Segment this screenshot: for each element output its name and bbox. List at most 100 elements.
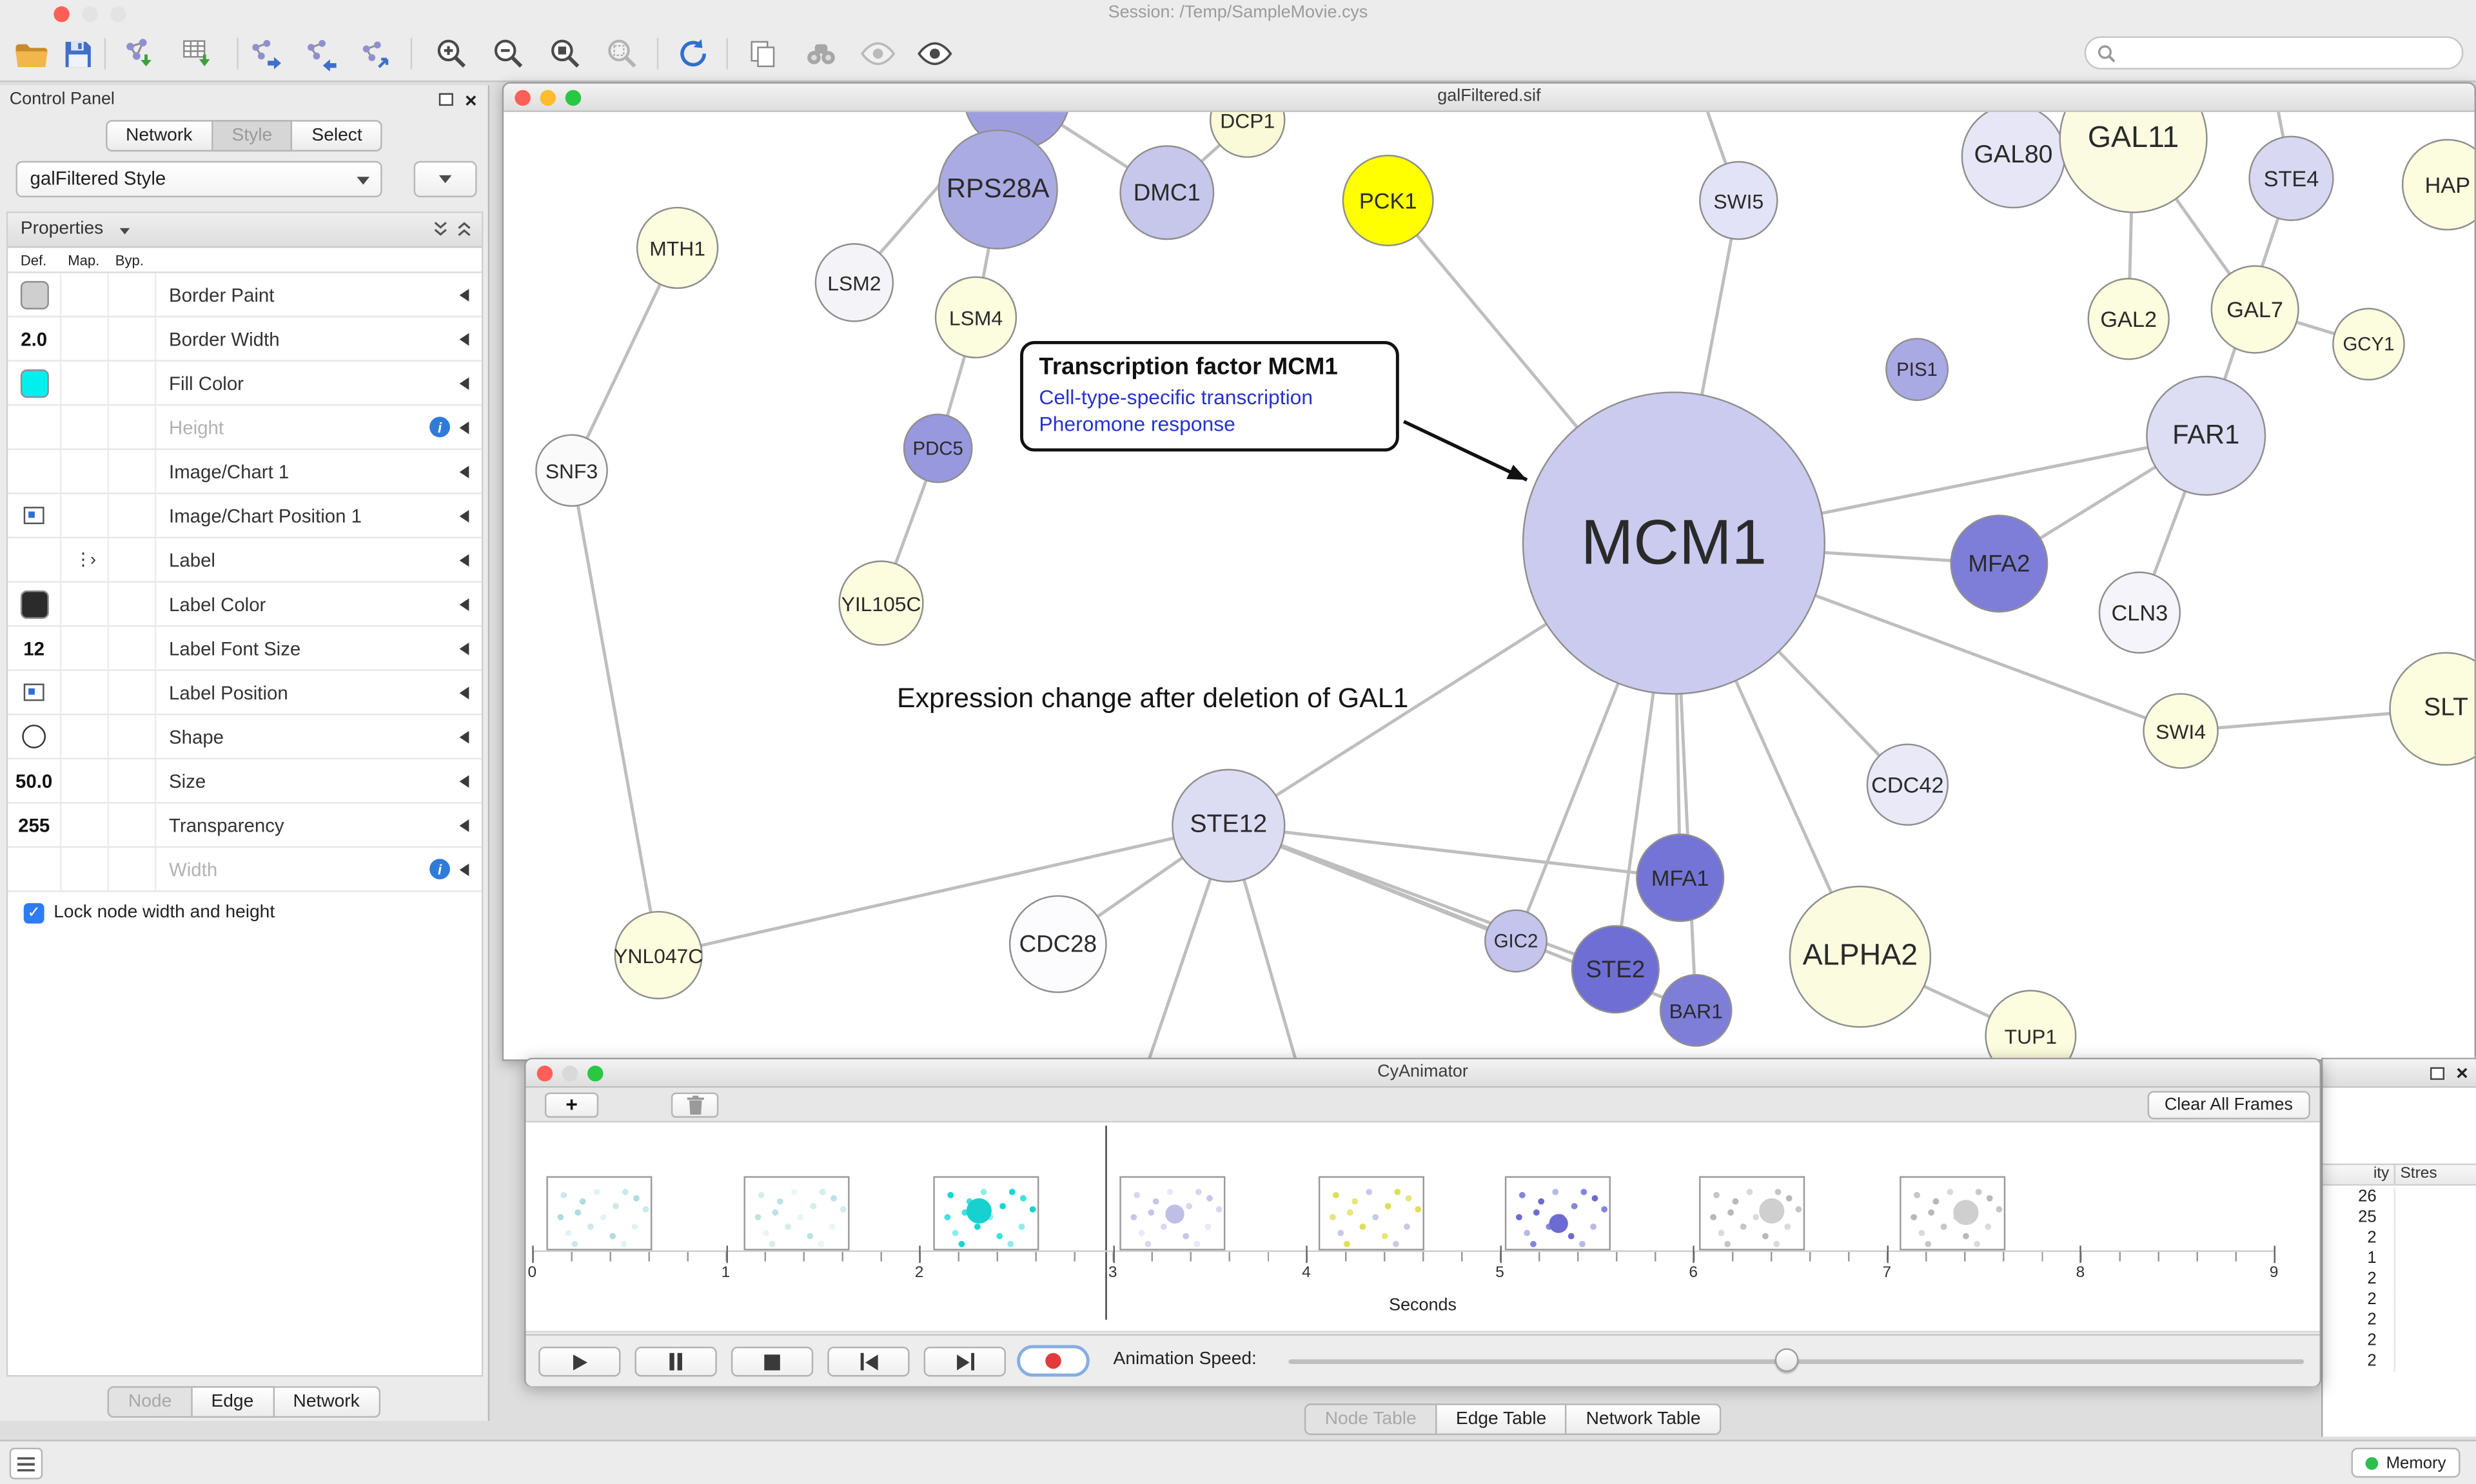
- animation-frame-2[interactable]: [743, 1176, 850, 1251]
- style-property-row[interactable]: Border Paint: [8, 273, 482, 318]
- table-row[interactable]: 2: [2323, 1351, 2476, 1372]
- style-property-row[interactable]: Label Position: [8, 670, 482, 716]
- default-value-cell[interactable]: 50.0: [8, 759, 62, 803]
- column-header[interactable]: Stres: [2400, 1165, 2437, 1183]
- network-edge[interactable]: [570, 470, 660, 956]
- network-node-gal7[interactable]: GAL7: [2210, 265, 2299, 354]
- panel-tab-edge[interactable]: Edge: [192, 1386, 275, 1418]
- network-node-gal2[interactable]: GAL2: [2087, 278, 2170, 360]
- panel-tab-network[interactable]: Network: [274, 1386, 380, 1418]
- table-row[interactable]: 2: [2323, 1269, 2476, 1290]
- timeline-playhead[interactable]: [1105, 1126, 1107, 1320]
- bypass-cell[interactable]: [109, 494, 157, 537]
- expand-all-icon[interactable]: [433, 221, 448, 237]
- speed-slider-thumb[interactable]: [1774, 1348, 1799, 1372]
- network-node-yil105c[interactable]: YIL105C: [838, 560, 924, 646]
- bypass-cell[interactable]: [109, 627, 157, 670]
- network-node-dmc1[interactable]: DMC1: [1119, 145, 1215, 240]
- network-node-gal80[interactable]: GAL80: [1961, 112, 2066, 209]
- network-node-dcp1[interactable]: DCP1: [1209, 112, 1286, 158]
- expand-arrow-icon[interactable]: [459, 774, 469, 787]
- table-row[interactable]: 26: [2323, 1187, 2476, 1208]
- refresh-button[interactable]: [674, 35, 712, 73]
- table-row[interactable]: 2: [2323, 1228, 2476, 1249]
- animation-frame-1[interactable]: [546, 1176, 653, 1251]
- close-window-icon[interactable]: [54, 6, 70, 23]
- network-window-titlebar[interactable]: galFiltered.sif: [504, 83, 2475, 112]
- network-edge[interactable]: [1228, 824, 1616, 971]
- memory-button[interactable]: Memory: [2351, 1447, 2461, 1478]
- float-panel-icon[interactable]: [438, 93, 453, 106]
- default-value-cell[interactable]: 2.0: [8, 317, 62, 360]
- default-value-cell[interactable]: [8, 848, 62, 891]
- network-node-snf3[interactable]: SNF3: [535, 434, 608, 507]
- style-selector-dropdown[interactable]: galFiltered Style: [15, 161, 382, 198]
- bypass-cell[interactable]: [109, 803, 157, 846]
- bypass-cell[interactable]: [109, 273, 157, 316]
- default-value-cell[interactable]: [8, 273, 62, 316]
- network-node-lsm4[interactable]: LSM4: [934, 276, 1017, 358]
- annotation-link[interactable]: Pheromone response: [1039, 412, 1235, 436]
- maximize-window-icon[interactable]: [565, 90, 582, 106]
- zoom-out-button[interactable]: [489, 35, 527, 73]
- expand-arrow-icon[interactable]: [459, 509, 469, 522]
- zoom-fit-button[interactable]: [546, 35, 584, 73]
- to-start-button[interactable]: [827, 1346, 910, 1377]
- mapping-cell[interactable]: [62, 715, 109, 758]
- default-value-cell[interactable]: [8, 449, 62, 493]
- style-property-row[interactable]: Image/Chart 1: [8, 449, 482, 494]
- tab-select[interactable]: Select: [293, 120, 383, 152]
- bypass-cell[interactable]: [109, 361, 157, 404]
- lock-dimensions-checkbox[interactable]: ✓: [23, 902, 44, 923]
- binoculars-button[interactable]: [802, 35, 840, 73]
- tab-style[interactable]: Style: [213, 120, 293, 152]
- mapping-cell[interactable]: ⋮›: [62, 538, 109, 581]
- mapping-cell[interactable]: [62, 494, 109, 537]
- network-node-cln3[interactable]: CLN3: [2098, 571, 2181, 654]
- animation-frame-4[interactable]: [1119, 1176, 1226, 1251]
- mapping-cell[interactable]: [62, 273, 109, 316]
- minimize-window-icon[interactable]: [540, 90, 556, 106]
- bypass-cell[interactable]: [109, 405, 157, 449]
- to-end-button[interactable]: [923, 1346, 1007, 1377]
- open-session-button[interactable]: [13, 35, 51, 73]
- network-node-ste12[interactable]: STE12: [1172, 768, 1286, 883]
- animation-frame-5[interactable]: [1318, 1176, 1424, 1251]
- bypass-cell[interactable]: [109, 582, 157, 625]
- table-row[interactable]: 2: [2323, 1289, 2476, 1311]
- minimize-window-icon[interactable]: [82, 6, 98, 23]
- default-value-cell[interactable]: [8, 715, 62, 758]
- export-table-button[interactable]: [302, 35, 340, 73]
- annotation-box[interactable]: Transcription factor MCM1 Cell-type-spec…: [1020, 340, 1399, 452]
- expand-arrow-icon[interactable]: [459, 730, 469, 743]
- close-panel-icon[interactable]: ×: [2456, 1060, 2468, 1085]
- table-row[interactable]: 2: [2323, 1331, 2476, 1352]
- table-row[interactable]: 1: [2323, 1249, 2476, 1269]
- expand-arrow-icon[interactable]: [459, 597, 469, 610]
- style-property-row[interactable]: Image/Chart Position 1: [8, 494, 482, 539]
- mapping-cell[interactable]: [62, 317, 109, 360]
- mapping-cell[interactable]: [62, 803, 109, 846]
- show-button[interactable]: [916, 35, 954, 73]
- record-button[interactable]: [1017, 1345, 1090, 1377]
- expand-arrow-icon[interactable]: [459, 553, 469, 566]
- expand-arrow-icon[interactable]: [459, 863, 469, 875]
- expand-arrow-icon[interactable]: [459, 376, 469, 389]
- network-node-gcy1[interactable]: GCY1: [2332, 308, 2405, 381]
- network-node-mth1[interactable]: MTH1: [636, 206, 719, 289]
- console-menu-button[interactable]: [9, 1447, 43, 1479]
- animation-frame-8[interactable]: [1900, 1176, 2006, 1251]
- network-node-pdc5[interactable]: PDC5: [903, 413, 973, 483]
- default-value-cell[interactable]: [8, 538, 62, 581]
- hide-button[interactable]: [859, 35, 897, 73]
- bypass-cell[interactable]: [109, 449, 157, 493]
- save-session-button[interactable]: [59, 35, 97, 73]
- network-node-bar1[interactable]: BAR1: [1659, 974, 1733, 1047]
- expand-arrow-icon[interactable]: [459, 641, 469, 655]
- network-node-ste2[interactable]: STE2: [1571, 925, 1660, 1014]
- network-node-hap[interactable]: HAP: [2401, 139, 2475, 231]
- default-value-cell[interactable]: [8, 405, 62, 449]
